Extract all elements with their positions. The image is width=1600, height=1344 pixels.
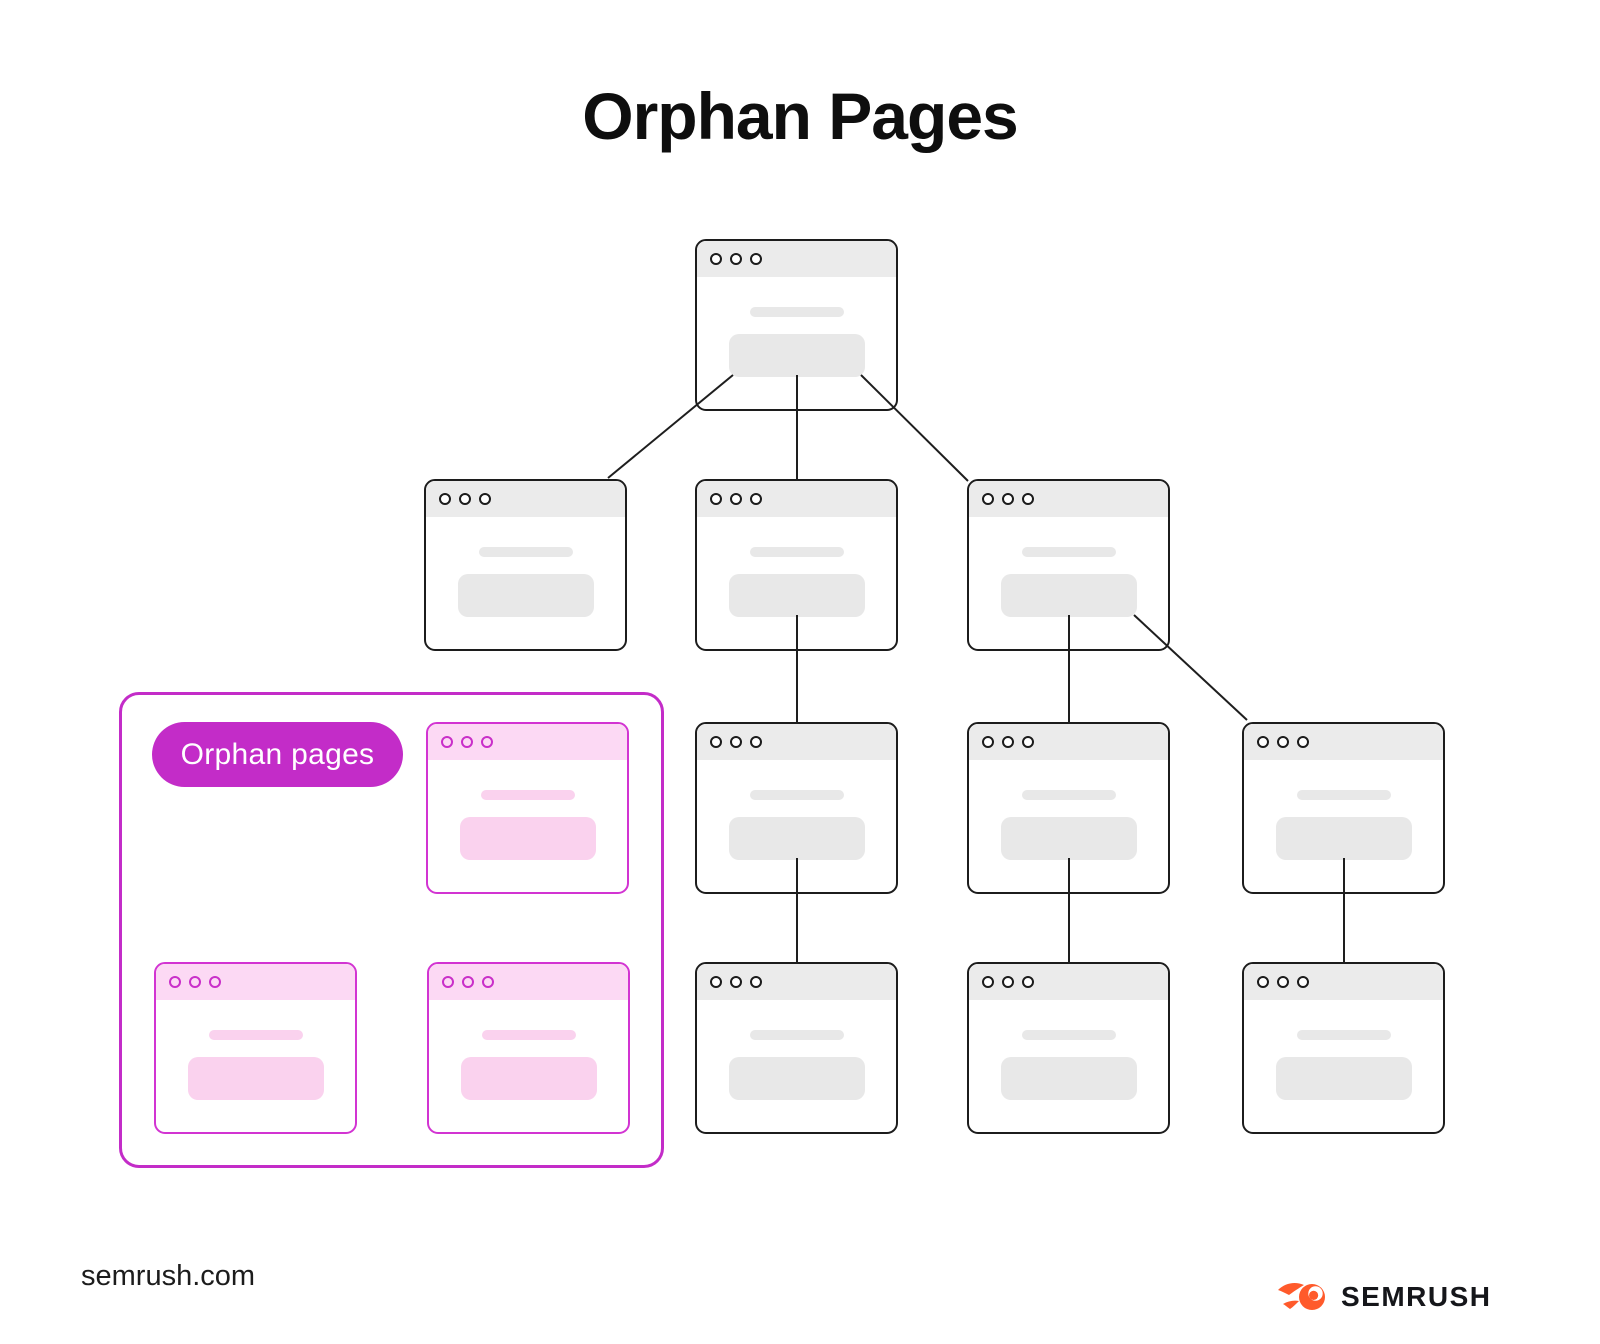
orphan-browser-window-bottom-right [427,962,630,1134]
window-dot-icon [1022,976,1034,988]
placeholder-text-line [480,790,575,800]
window-dot-icon [1277,976,1289,988]
semrush-wordmark: SEMRUSH [1341,1281,1492,1312]
browser-window-level4-right [967,962,1170,1134]
source-url: semrush.com [81,1260,256,1292]
placeholder-text-line [749,790,844,800]
placeholder-content-block [460,1057,597,1100]
window-dot-icon [479,493,491,505]
window-dot-icon [1257,976,1269,988]
window-dot-icon [1022,736,1034,748]
window-titlebar [697,241,896,277]
placeholder-text-line [1021,790,1116,800]
placeholder-text-line [749,307,844,317]
placeholder-content-block [459,817,596,860]
window-titlebar [1244,724,1443,760]
orphan-pages-label-pill: Orphan pages [152,722,403,787]
window-dot-icon [461,736,473,748]
window-dot-icon [1002,976,1014,988]
window-dot-icon [730,736,742,748]
window-titlebar [429,964,628,1000]
window-dot-icon [1277,736,1289,748]
placeholder-content-block [728,1057,865,1100]
window-dot-icon [462,976,474,988]
placeholder-text-line [1021,1030,1116,1040]
window-dot-icon [750,736,762,748]
placeholder-text-line [749,547,844,557]
page-title: Orphan Pages [582,79,1018,153]
placeholder-content-block [1000,817,1137,860]
window-titlebar [428,724,627,760]
window-dot-icon [441,736,453,748]
window-dot-icon [1002,493,1014,505]
placeholder-content-block [187,1057,324,1100]
window-dot-icon [209,976,221,988]
window-dot-icon [730,253,742,265]
window-dot-icon [1022,493,1034,505]
browser-window-level3-right [967,722,1170,894]
browser-window-home [695,239,898,411]
window-titlebar [969,964,1168,1000]
browser-window-level2-right [967,479,1170,651]
window-dot-icon [982,736,994,748]
placeholder-content-block [728,334,865,377]
semrush-flame-icon [1278,1282,1325,1310]
window-dot-icon [481,736,493,748]
browser-window-level2-left [424,479,627,651]
placeholder-content-block [1275,817,1412,860]
orphan-browser-window-top [426,722,629,894]
window-dot-icon [710,976,722,988]
window-dot-icon [710,253,722,265]
placeholder-content-block [728,574,865,617]
placeholder-text-line [481,1030,576,1040]
window-dot-icon [982,493,994,505]
window-dot-icon [459,493,471,505]
browser-window-level2-center [695,479,898,651]
orphan-pages-label: Orphan pages [180,737,375,771]
window-dot-icon [710,736,722,748]
window-titlebar [697,481,896,517]
window-dot-icon [169,976,181,988]
window-titlebar [697,964,896,1000]
window-titlebar [969,724,1168,760]
window-titlebar [969,481,1168,517]
placeholder-content-block [728,817,865,860]
window-titlebar [156,964,355,1000]
browser-window-level4-far-right [1242,962,1445,1134]
window-dot-icon [442,976,454,988]
window-dot-icon [1297,976,1309,988]
placeholder-text-line [1296,790,1391,800]
placeholder-content-block [457,574,594,617]
window-dot-icon [730,976,742,988]
window-dot-icon [730,493,742,505]
window-dot-icon [1257,736,1269,748]
placeholder-text-line [478,547,573,557]
window-dot-icon [750,493,762,505]
placeholder-content-block [1275,1057,1412,1100]
placeholder-content-block [1000,574,1137,617]
window-dot-icon [750,976,762,988]
placeholder-text-line [208,1030,303,1040]
placeholder-content-block [1000,1057,1137,1100]
window-dot-icon [1297,736,1309,748]
placeholder-text-line [749,1030,844,1040]
placeholder-text-line [1296,1030,1391,1040]
window-dot-icon [1002,736,1014,748]
window-dot-icon [189,976,201,988]
window-dot-icon [439,493,451,505]
orphan-browser-window-bottom-left [154,962,357,1134]
window-titlebar [426,481,625,517]
window-titlebar [1244,964,1443,1000]
window-titlebar [697,724,896,760]
browser-window-level4-center [695,962,898,1134]
window-dot-icon [750,253,762,265]
semrush-logo: SEMRUSH [1278,1279,1492,1315]
browser-window-level3-far-right [1242,722,1445,894]
browser-window-level3-center [695,722,898,894]
window-dot-icon [982,976,994,988]
window-dot-icon [482,976,494,988]
window-dot-icon [710,493,722,505]
placeholder-text-line [1021,547,1116,557]
